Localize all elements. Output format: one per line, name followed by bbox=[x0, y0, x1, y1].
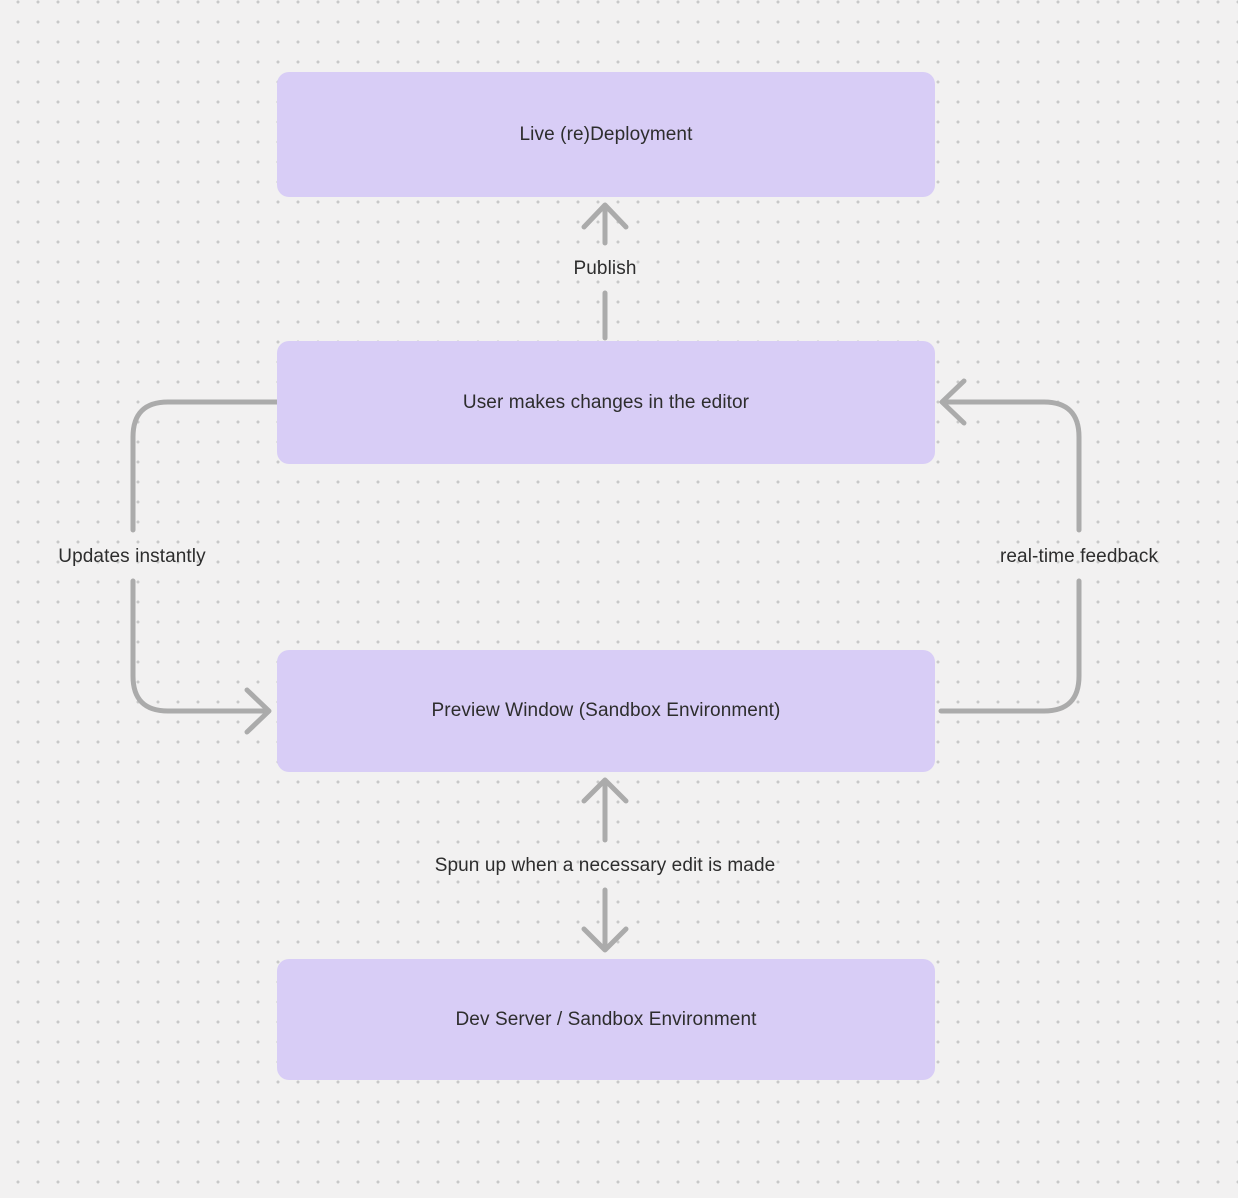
edge-updates-instantly-label[interactable]: Updates instantly bbox=[58, 546, 206, 567]
edge-spun-up-arrow[interactable] bbox=[581, 777, 629, 953]
edge-real-time-feedback-arrow[interactable] bbox=[938, 378, 1082, 714]
node-preview-window-label: Preview Window (Sandbox Environment) bbox=[431, 700, 781, 721]
edge-spun-up-label[interactable]: Spun up when a necessary edit is made bbox=[434, 855, 776, 876]
arrowhead-down-icon bbox=[581, 926, 629, 953]
node-live-redeployment-label: Live (re)Deployment bbox=[519, 123, 693, 145]
arrowhead-right-icon bbox=[244, 687, 272, 735]
arrowhead-left-icon bbox=[939, 378, 967, 426]
edge-updates-line-lower bbox=[130, 578, 269, 714]
node-dev-server[interactable]: Dev Server / Sandbox Environment bbox=[277, 959, 935, 1080]
edge-updates-line-upper bbox=[130, 399, 280, 533]
arrowhead-up-icon bbox=[581, 777, 629, 804]
node-user-editor[interactable]: User makes changes in the editor bbox=[277, 341, 935, 464]
edge-feedback-line-lower bbox=[938, 578, 1082, 714]
node-live-redeployment[interactable]: Live (re)Deployment bbox=[277, 72, 935, 197]
edge-real-time-feedback-label[interactable]: real-time feedback bbox=[999, 546, 1159, 567]
edge-publish-arrow[interactable] bbox=[581, 202, 629, 341]
edge-updates-instantly-arrow[interactable] bbox=[130, 399, 280, 735]
node-user-editor-label: User makes changes in the editor bbox=[462, 391, 750, 413]
arrowhead-up-icon bbox=[581, 202, 629, 230]
node-preview-window[interactable]: Preview Window (Sandbox Environment) bbox=[277, 650, 935, 772]
node-dev-server-label: Dev Server / Sandbox Environment bbox=[455, 1008, 757, 1030]
edge-publish-label[interactable]: Publish bbox=[573, 258, 637, 279]
edge-feedback-line-upper bbox=[944, 399, 1082, 533]
